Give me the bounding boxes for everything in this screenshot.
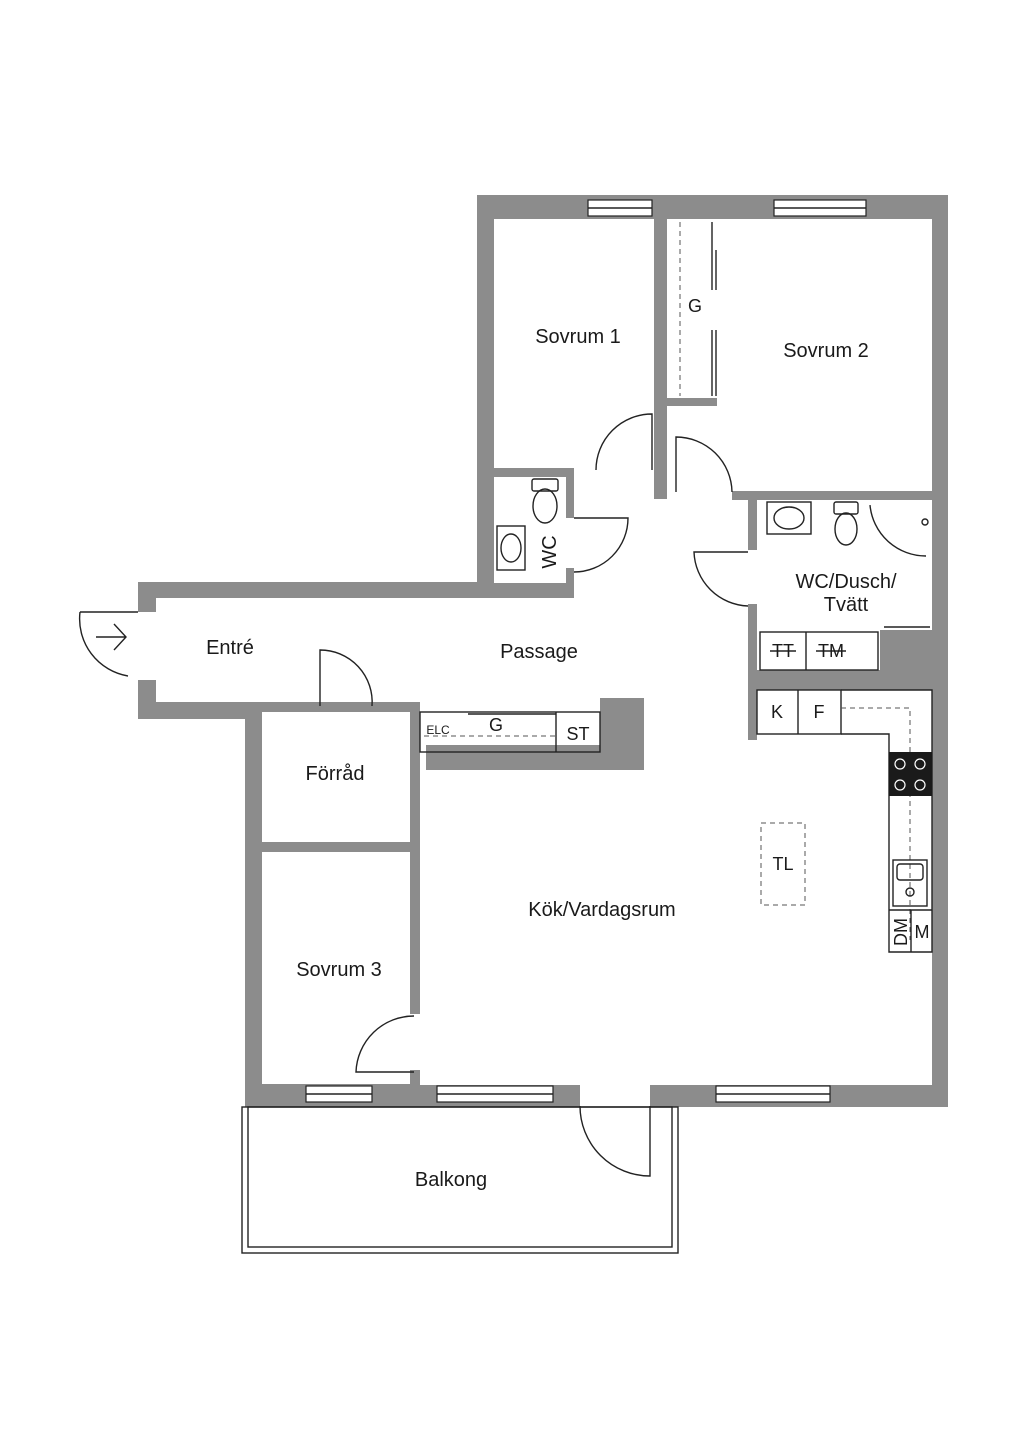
wardrobe-sovrum2 [679,222,717,396]
label-elc: ELC [426,723,450,737]
room-labels: Sovrum 1 Sovrum 2 WC WC/Dusch/ Tvätt Ent… [206,326,897,1191]
door-sovrum1 [595,413,653,471]
label-balkong: Balkong [415,1169,487,1191]
door-sovrum3 [355,1015,415,1073]
door-wc [573,517,629,573]
space-sovrum3 [262,852,410,1084]
door-sovrum2 [675,436,733,493]
stove-icon [889,752,932,796]
label-wc: WC [539,535,561,568]
space-passage-north [660,400,740,500]
sink-wc [496,525,526,571]
dishwasher-microwave [889,909,932,952]
wall-storage-block [426,745,616,770]
door-forrad [319,649,373,707]
opening-wc [564,518,578,568]
opening-entre [136,612,158,680]
fixtures [419,222,933,953]
door-balcony [579,1105,651,1177]
toilet-wc [531,478,559,524]
label-tt: TT [772,641,794,661]
passage-storage [419,711,601,753]
label-tm: TM [818,641,844,661]
wall-forrad-top-right [372,702,420,712]
opening-bath [746,550,760,604]
label-st: ST [566,724,589,744]
wall-forrad-sovrum3 [262,842,410,852]
balcony [241,1106,679,1254]
sink-bath [766,501,812,535]
laundry-appliances [759,631,879,671]
window-kok-1 [436,1085,554,1103]
label-m: M [915,922,930,942]
door-bath [693,551,749,607]
label-forrad: Förråd [306,763,365,785]
wall-bath-west [748,500,757,740]
window-sovrum3 [305,1085,373,1103]
wall-sovrum-divider [654,219,667,499]
window-sovrum1 [587,199,653,217]
label-entre: Entré [206,637,254,659]
door-entre [78,611,138,677]
opening-balcony [580,1083,650,1109]
label-dm: DM [891,918,911,946]
label-g-passage: G [489,715,503,735]
wall-closet-bottom [667,398,717,406]
table-tl [760,822,806,906]
label-tl: TL [772,854,793,874]
label-kok-vardagsrum: Kök/Vardagsrum [528,899,675,921]
windows [305,199,867,1103]
label-g-wardrobe: G [688,296,702,316]
entry-arrow-icon [96,623,127,651]
wall-sovrum2-bottom [732,491,932,500]
walls [136,195,948,1109]
label-sovrum2: Sovrum 2 [783,340,869,362]
kitchen-fridge-freezer [756,689,842,735]
label-passage: Passage [500,641,578,663]
fixture-labels: G G ELC ST TT TM K F TL DM M [426,296,929,946]
opening-sovrum1 [596,465,650,479]
window-kok-2 [715,1085,831,1103]
label-wc-dusch: WC/Dusch/ [795,571,897,593]
opening-sovrum3 [408,1014,422,1070]
space-forrad [262,712,410,842]
kitchen-sink-icon [892,859,928,907]
space-entre-passage [156,598,750,702]
wall-pillar [600,698,644,770]
shower-bath [869,504,930,628]
opening-sovrum2 [676,488,732,502]
wall-forrad-top [245,702,320,712]
wall-bath-lower [880,630,932,688]
space-sovrum1 [494,219,654,468]
label-f: F [814,702,825,722]
label-k: K [771,702,783,722]
space-kok-hall [420,702,750,712]
wall-kitchen-top [757,680,932,689]
label-tvatt: Tvätt [824,594,869,616]
label-sovrum1: Sovrum 1 [535,326,621,348]
toilet-bath [833,501,859,546]
doors [78,413,749,1177]
window-sovrum2 [773,199,867,217]
wall-forrad-east [410,712,420,1085]
label-sovrum3: Sovrum 3 [296,959,382,981]
